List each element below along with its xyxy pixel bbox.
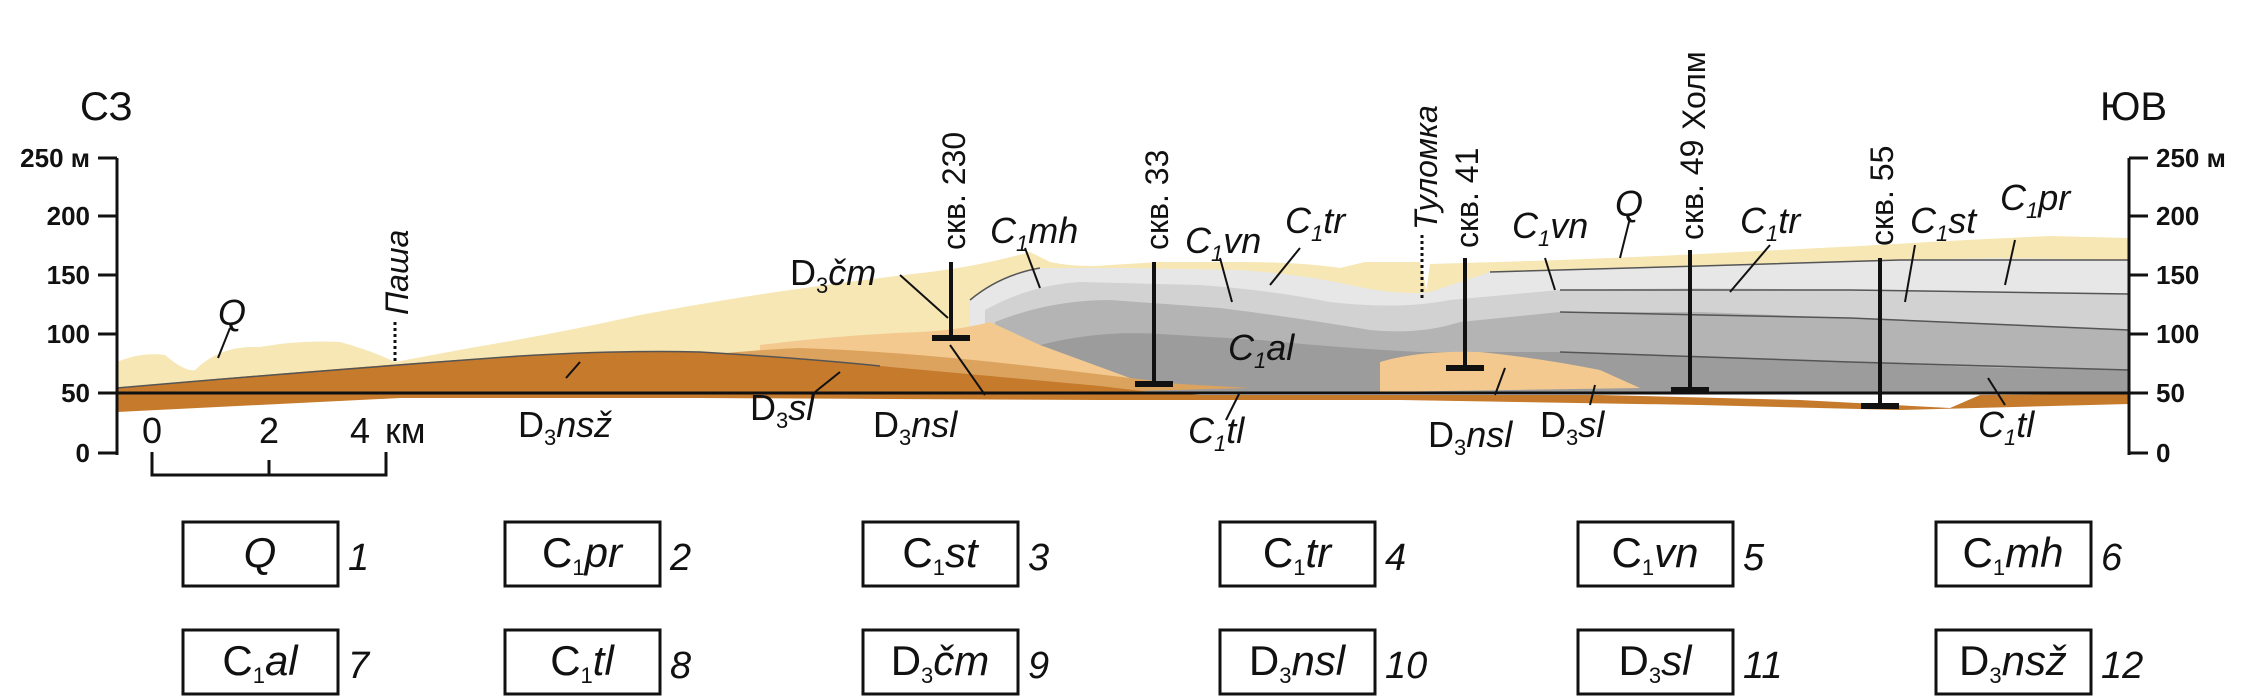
legend: Q 1 C1pr 2 C1st 3 C1tr 4 C1 <box>181 520 2143 696</box>
left-axis <box>98 156 119 455</box>
label-c1-tl-left: C1tl <box>1188 410 1245 456</box>
svg-text:C1pr: C1pr <box>542 529 624 580</box>
well-55-label: скв. 55 <box>1864 146 1900 246</box>
svg-text:12: 12 <box>2101 645 2143 687</box>
scale-unit: км <box>385 410 426 451</box>
leader-lines <box>217 217 2016 421</box>
label-c1-mh: C1mh <box>990 210 1078 256</box>
legend-item-10: D3nsl 10 <box>1218 628 1427 696</box>
svg-text:C1st: C1st <box>902 529 980 580</box>
svg-text:3: 3 <box>1028 537 1049 579</box>
wells <box>932 250 1899 409</box>
label-d3-nsl-left: D3nsl <box>873 404 958 450</box>
left-tick-200: 200 <box>47 201 90 231</box>
left-tick-50: 50 <box>61 378 90 408</box>
legend-item-6: C1mh 6 <box>1934 520 2123 588</box>
place-tulomka: Туломка <box>1408 105 1444 230</box>
left-tick-150: 150 <box>47 260 90 290</box>
label-d3-cm: D3čm <box>790 252 876 298</box>
side-label-nw: СЗ <box>80 85 133 129</box>
svg-text:4: 4 <box>1385 537 1406 579</box>
legend-item-2: C1pr 2 <box>503 520 691 588</box>
layer-c1-tl <box>1040 333 2129 392</box>
legend-item-9: D3čm 9 <box>861 628 1049 696</box>
svg-text:7: 7 <box>348 645 371 687</box>
label-c1-al: C1al <box>1228 327 1295 373</box>
label-d3-nsz: D3nsž <box>518 404 612 450</box>
svg-text:C1vn: C1vn <box>1612 529 1699 580</box>
label-q-left: Q <box>218 292 246 333</box>
left-axis-labels: 250 м 200 150 100 50 0 <box>20 143 90 468</box>
scale-tick-0: 0 <box>142 410 162 451</box>
well-33-label: скв. 33 <box>1139 150 1175 250</box>
right-axis <box>2127 156 2148 455</box>
scale-bar: 0 2 4 км <box>142 410 426 477</box>
label-d3-sl-left: D3sl <box>750 387 815 433</box>
label-c1-vn-right: C1vn <box>1512 205 1588 251</box>
svg-text:C1mh: C1mh <box>1963 529 2064 580</box>
right-tick-50: 50 <box>2156 378 2185 408</box>
label-c1-vn-left: C1vn <box>1185 220 1261 266</box>
section-boundaries <box>116 259 2130 389</box>
label-c1-tr-left: C1tr <box>1285 200 1347 246</box>
svg-text:D3nsl: D3nsl <box>1249 637 1347 688</box>
svg-text:D3sl: D3sl <box>1619 637 1694 688</box>
legend-item-12: D3nsž 12 <box>1934 628 2143 696</box>
right-tick-250: 250 м <box>2156 143 2226 173</box>
label-c1-pr: C1pr <box>2000 177 2072 223</box>
place-pasha: Паша <box>379 230 415 315</box>
svg-text:D3nsž: D3nsž <box>1959 637 2067 688</box>
legend-item-11: D3sl 11 <box>1576 628 1782 696</box>
svg-text:5: 5 <box>1743 537 1765 579</box>
legend-item-8: C1tl 8 <box>503 628 691 696</box>
legend-item-3: C1st 3 <box>861 520 1049 588</box>
right-tick-150: 150 <box>2156 260 2199 290</box>
legend-item-7: C1al 7 <box>181 628 371 696</box>
svg-text:2: 2 <box>669 537 691 579</box>
svg-text:Q: Q <box>244 529 277 576</box>
svg-text:C1tl: C1tl <box>550 637 615 688</box>
well-41-label: скв. 41 <box>1449 148 1485 248</box>
svg-text:D3čm: D3čm <box>891 637 990 688</box>
svg-text:10: 10 <box>1385 645 1427 687</box>
legend-item-4: C1tr 4 <box>1218 520 1406 588</box>
svg-text:C1al: C1al <box>222 637 299 688</box>
svg-text:9: 9 <box>1028 645 1049 687</box>
svg-text:1: 1 <box>348 537 369 579</box>
scale-tick-4: 4 <box>350 410 370 451</box>
right-axis-labels: 250 м 200 150 100 50 0 <box>2156 143 2226 468</box>
label-c1-tr-right: C1tr <box>1740 200 1802 246</box>
svg-text:6: 6 <box>2101 537 2123 579</box>
right-tick-100: 100 <box>2156 319 2199 349</box>
right-tick-200: 200 <box>2156 201 2199 231</box>
svg-text:C1tr: C1tr <box>1263 529 1333 580</box>
scale-tick-2: 2 <box>259 410 279 451</box>
section-layers <box>117 236 2129 412</box>
layer-d3-nsl-right <box>1380 351 1640 392</box>
label-d3-nsl-right: D3nsl <box>1428 414 1513 460</box>
label-c1-st: C1st <box>1910 200 1978 246</box>
svg-text:8: 8 <box>670 645 691 687</box>
left-tick-100: 100 <box>47 319 90 349</box>
legend-item-1: Q 1 <box>181 520 369 588</box>
legend-item-5: C1vn 5 <box>1576 520 1765 588</box>
left-tick-250: 250 м <box>20 143 90 173</box>
right-tick-0: 0 <box>2156 438 2170 468</box>
side-label-se: ЮВ <box>2100 85 2167 129</box>
label-c1-tl-right: C1tl <box>1978 404 2035 450</box>
well-49-label: скв. 49 <box>1674 140 1710 240</box>
left-tick-0: 0 <box>76 438 90 468</box>
layer-d3-nsz <box>117 351 2129 412</box>
label-d3-sl-right: D3sl <box>1540 404 1605 450</box>
svg-text:11: 11 <box>1743 645 1782 687</box>
well-230-label: скв. 230 <box>936 132 972 250</box>
place-kholm: Холм <box>1676 51 1712 130</box>
label-q-right: Q <box>1615 183 1643 224</box>
